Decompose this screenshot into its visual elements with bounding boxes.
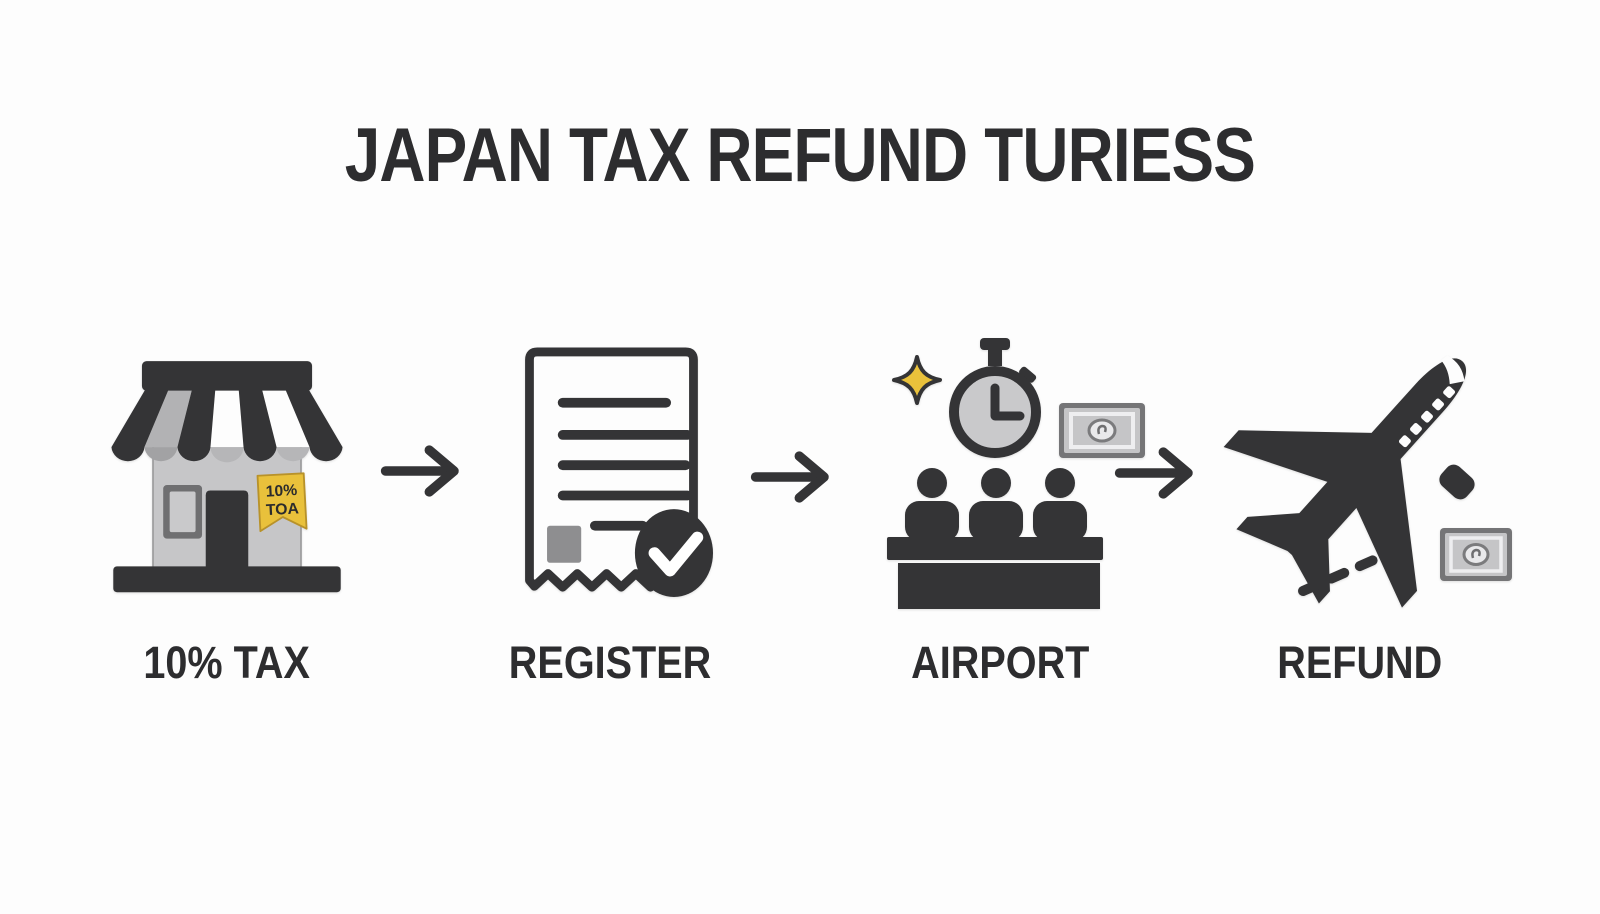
page-title: JAPAN TAX REFUND TURIESS: [344, 113, 1256, 198]
step-airport: AIRPORT: [830, 330, 1170, 689]
storefront-icon: 10% TOA: [111, 361, 343, 593]
airport-counter-icon: [887, 337, 1145, 609]
banknote-icon: [1059, 402, 1145, 458]
banknote-icon: [1440, 527, 1512, 581]
store-base: [113, 566, 341, 593]
label-tax: 10% TAX: [143, 637, 311, 688]
store-window: [163, 484, 203, 539]
receipt-lines: [557, 397, 692, 531]
check-badge: [634, 508, 713, 597]
store-door: [205, 490, 249, 571]
flight-trail: [1298, 549, 1390, 596]
arrow-icon: [380, 445, 459, 497]
label-refund: REFUND: [1277, 637, 1443, 688]
tax-tag-line1: 10%: [265, 482, 297, 501]
counter-desk: [887, 536, 1103, 609]
sparkle-icon: [892, 354, 942, 405]
receipt-stamp: [546, 525, 581, 563]
step-register: REGISTER: [440, 330, 780, 689]
airplane-money-icon: [1223, 355, 1512, 608]
step-refund: REFUND: [1190, 330, 1530, 689]
arrow-icon: [750, 451, 829, 503]
step-tax: 10% TOA 10% TAX: [57, 330, 397, 689]
label-register: REGISTER: [508, 637, 712, 688]
tax-tag-line2: TOA: [266, 500, 300, 519]
label-airport: AIRPORT: [910, 637, 1090, 688]
windshield: [1441, 355, 1465, 384]
airplane-icon: [1223, 355, 1466, 608]
arrow-icon: [1114, 447, 1193, 499]
store-awning: [111, 361, 343, 463]
receipt-check-icon: [524, 347, 713, 597]
tax-tag: 10% TOA: [256, 472, 308, 533]
plane-windows: [1398, 385, 1456, 447]
staff-people: [905, 467, 1087, 541]
stopwatch-icon: [949, 337, 1041, 458]
engine-pod: [1439, 464, 1475, 499]
